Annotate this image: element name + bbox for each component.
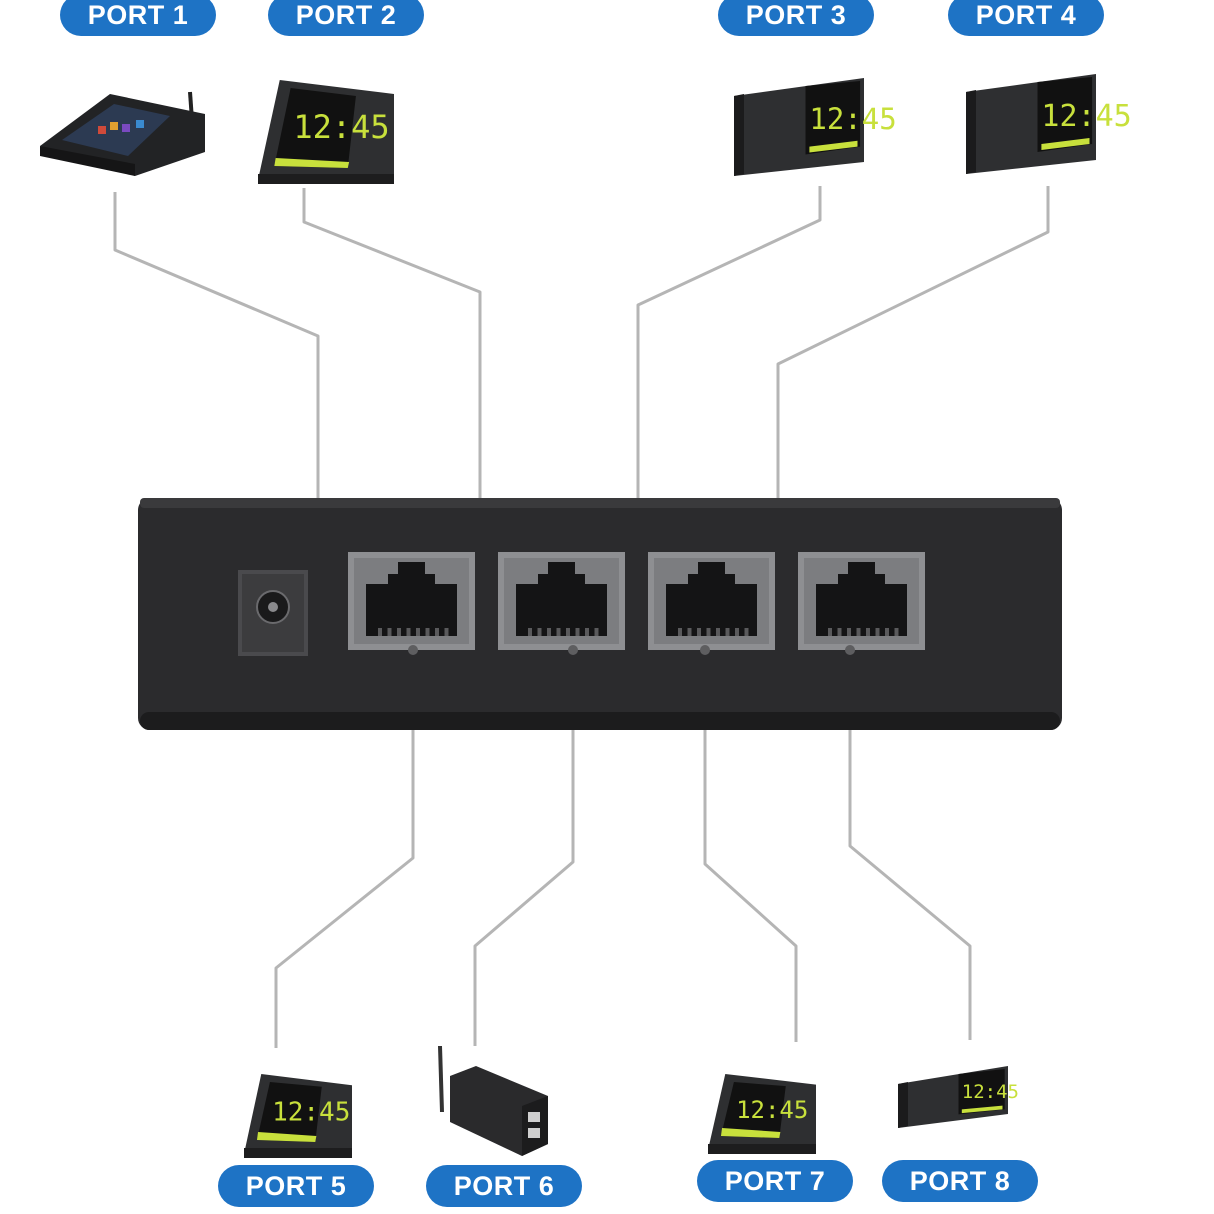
clock-time-text: 12:45 [809, 102, 896, 136]
port-label-5: PORT 5 [218, 1165, 374, 1207]
dc-power-jack-icon [238, 570, 308, 656]
desk-clock-display-icon: 12:45 [708, 1074, 816, 1154]
cable-port-4 [776, 186, 1050, 500]
cable-connector-dot [845, 645, 855, 655]
clock-time-text: 12:45 [1041, 99, 1131, 134]
rj45-jack-4 [798, 552, 925, 655]
cable-connector-dot [700, 645, 710, 655]
cable-connector-dot [568, 645, 578, 655]
cable-port-8 [848, 650, 972, 1040]
cable-port-6 [473, 650, 575, 1046]
wall-clock-display-icon: 12:45 [734, 78, 897, 176]
clock-time-text: 12:45 [736, 1096, 808, 1124]
rj45-jacks [348, 552, 925, 655]
port-label-6: PORT 6 [426, 1165, 582, 1207]
port-label-1: PORT 1 [60, 0, 216, 36]
cable-port-3 [636, 186, 822, 500]
wireless-adapter-icon [438, 1045, 548, 1156]
cables [113, 186, 1050, 1048]
poe-switch [138, 498, 1062, 730]
rj45-jack-2 [498, 552, 625, 655]
cable-port-5 [274, 650, 415, 1048]
clock-time-text: 12:45 [272, 1097, 350, 1127]
rj45-jack-3 [648, 552, 775, 655]
cable-connector-dot [408, 645, 418, 655]
cable-port-1 [113, 192, 320, 500]
desk-clock-display-icon: 12:45 [244, 1074, 352, 1158]
port-label-4: PORT 4 [948, 0, 1104, 36]
switch-bottom-edge [140, 712, 1060, 730]
devices: 12:45 12:45 12:45 12:45 12:45 12:45 [40, 74, 1132, 1158]
switch-top-edge [140, 498, 1060, 508]
desk-clock-display-icon: 12:45 [258, 80, 394, 184]
clock-time-text: 12:45 [962, 1081, 1019, 1103]
rj45-jack-1 [348, 552, 475, 655]
touchscreen-terminal-icon [40, 91, 205, 176]
clock-time-text: 12:45 [293, 108, 389, 146]
port-label-3: PORT 3 [718, 0, 874, 36]
port-label-8: PORT 8 [882, 1160, 1038, 1202]
wall-clock-display-icon: 12:45 [966, 74, 1132, 174]
cable-port-7 [703, 650, 798, 1042]
wall-clock-display-icon: 12:45 [898, 1066, 1019, 1128]
port-label-7: PORT 7 [697, 1160, 853, 1202]
port-label-2: PORT 2 [268, 0, 424, 36]
cable-port-2 [302, 188, 482, 500]
